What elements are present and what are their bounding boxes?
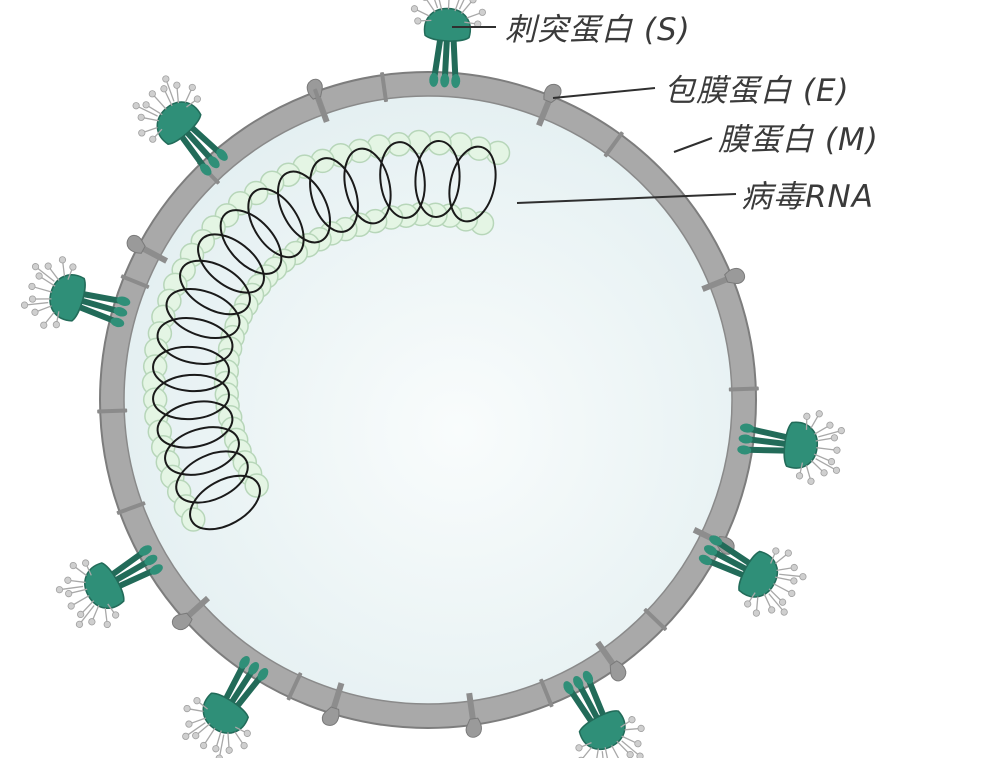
rna-loop [276, 170, 332, 244]
rna-loop [152, 345, 230, 393]
rna-loop [179, 259, 251, 316]
rna-loop [448, 145, 497, 223]
membrane-protein [126, 234, 169, 264]
envelope-protein [603, 131, 624, 158]
rna-loop [343, 147, 392, 225]
membrane-proteins [126, 78, 746, 738]
membrane-protein [701, 267, 746, 292]
rna-loop [165, 288, 241, 339]
leader-envelope [552, 87, 656, 99]
rna-loop [156, 317, 234, 365]
rna-loop [219, 209, 283, 275]
envelope-protein [643, 608, 668, 631]
rna-loop [175, 450, 249, 504]
envelope-protein [97, 408, 128, 414]
spike-protein [698, 535, 807, 617]
rna-loop [156, 400, 234, 449]
label-spike: 刺突蛋白 (S) [505, 12, 691, 48]
envelope-protein [116, 501, 146, 515]
envelope-protein [120, 274, 150, 289]
spike-proteins [20, 0, 845, 758]
membrane-protein [465, 692, 482, 738]
label-envelope: 包膜蛋白 (E) [664, 73, 850, 109]
leader-rna [516, 193, 737, 204]
rna-loop [414, 140, 461, 218]
envelope-protein [286, 672, 303, 701]
membrane-protein [321, 682, 345, 726]
rna-bead [406, 129, 432, 155]
label-membrane: 膜蛋白 (M) [718, 122, 879, 158]
rna-bead [447, 132, 473, 157]
envelope-protein [539, 678, 554, 708]
envelope-protein [313, 88, 327, 118]
spike-protein [737, 410, 845, 485]
viral-rna-strand [152, 140, 497, 531]
rna-loop [309, 157, 359, 233]
rna-bead [181, 507, 206, 532]
rna-bead [244, 473, 269, 498]
membrane-inner [123, 95, 733, 705]
rna-loop [379, 141, 426, 219]
viral-envelope [99, 71, 757, 729]
rna-loop [189, 474, 261, 531]
rna-loop [164, 426, 240, 476]
spike-protein [20, 256, 131, 329]
label-rna: 病毒RNA [741, 179, 874, 215]
spike-protein [132, 75, 228, 176]
leader-lines [452, 26, 737, 204]
rna-loop [247, 187, 305, 259]
leader-membrane [673, 137, 713, 153]
rna-loop [152, 373, 230, 421]
rna-loop [197, 233, 265, 294]
membrane-protein [171, 595, 211, 631]
membrane-protein [595, 640, 627, 682]
envelope-protein [380, 72, 388, 103]
envelope-protein [728, 386, 759, 392]
spike-protein [55, 545, 163, 629]
spike-protein [563, 670, 645, 758]
spike-protein [410, 0, 486, 89]
spike-protein [182, 656, 269, 758]
